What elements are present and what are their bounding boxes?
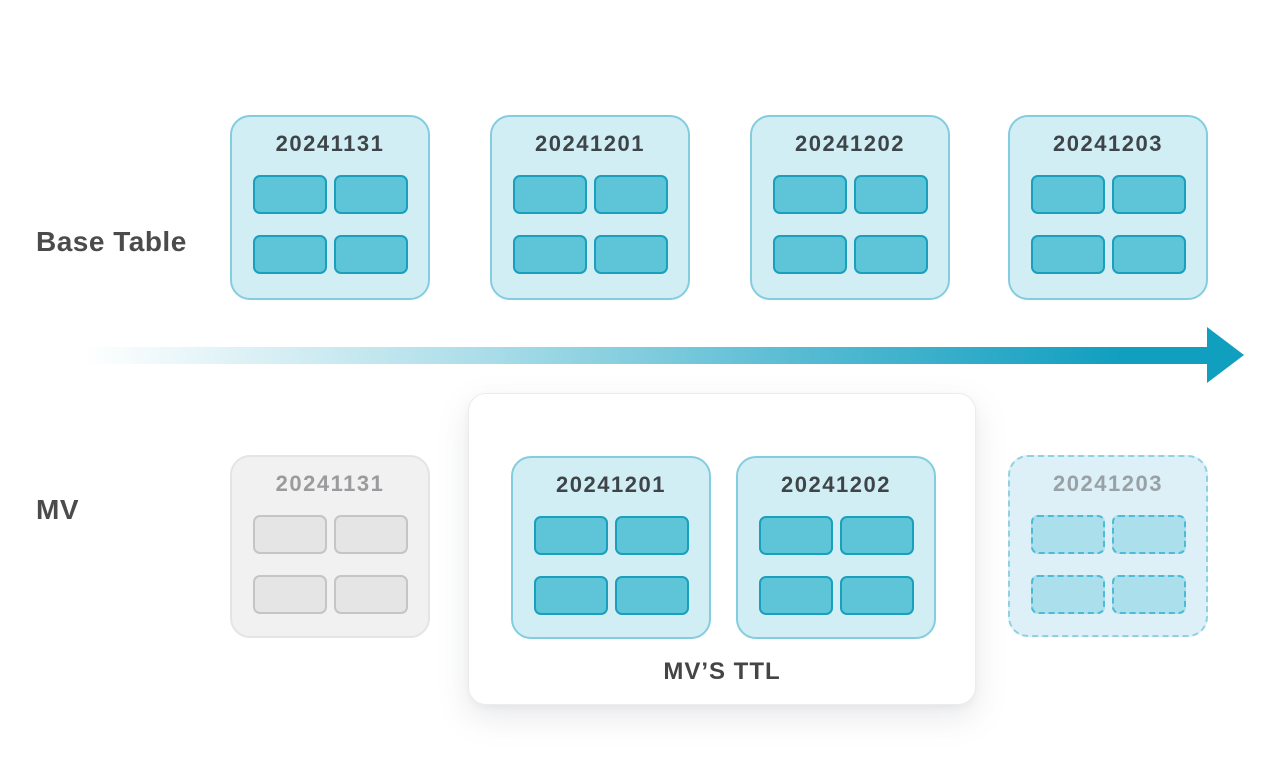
partition-cell — [772, 175, 847, 214]
partition-cell — [252, 175, 327, 214]
cell-grid — [1010, 515, 1206, 614]
partition-cell — [1111, 175, 1186, 214]
mv-partition-active: 20241202 — [736, 456, 936, 639]
timeline-arrow-shaft — [85, 347, 1209, 364]
mv-partition-expired: 20241131 — [230, 455, 430, 638]
partition-cell — [853, 235, 928, 274]
partition-date: 20241202 — [781, 472, 891, 497]
partition-cell — [1111, 515, 1186, 554]
base-partition: 20241131 — [230, 115, 430, 300]
partition-cell — [512, 235, 587, 274]
cell-grid — [752, 175, 948, 274]
partition-date: 20241201 — [556, 472, 666, 497]
partition-cell — [333, 235, 408, 274]
partition-cell — [839, 576, 914, 615]
partition-date: 20241131 — [275, 131, 385, 156]
base-table-label: Base Table — [36, 226, 187, 257]
partition-cell — [614, 576, 689, 615]
partition-cell — [593, 175, 668, 214]
timeline-arrow-head-icon — [1207, 327, 1244, 383]
partition-cell — [252, 235, 327, 274]
cell-grid — [738, 516, 934, 615]
partition-cell — [333, 175, 408, 214]
partition-cell — [333, 575, 408, 614]
base-partition: 20241202 — [750, 115, 950, 300]
partition-cell — [533, 576, 608, 615]
base-partition: 20241201 — [490, 115, 690, 300]
cell-grid — [1010, 175, 1206, 274]
partition-cell — [758, 516, 833, 555]
mv-partition-pending: 20241203 — [1008, 455, 1208, 637]
partition-date: 20241202 — [795, 131, 905, 156]
mv-partition-active: 20241201 — [511, 456, 711, 639]
partition-cell — [1111, 575, 1186, 614]
partition-cell — [593, 235, 668, 274]
partition-date: 20241131 — [275, 471, 385, 496]
partition-cell — [252, 575, 327, 614]
mv-label: MV — [36, 494, 79, 525]
partition-cell — [333, 515, 408, 554]
cell-grid — [232, 515, 428, 614]
mv-ttl-panel: 20241201 20241202 MV’S TTL — [468, 393, 976, 705]
partition-cell — [1111, 235, 1186, 274]
cell-grid — [232, 175, 428, 274]
cell-grid — [513, 516, 709, 615]
partition-cell — [1030, 575, 1105, 614]
partition-cell — [533, 516, 608, 555]
mv-ttl-label: MV’S TTL — [663, 658, 781, 685]
cell-grid — [492, 175, 688, 274]
partition-cell — [614, 516, 689, 555]
partition-cell — [1030, 515, 1105, 554]
partition-cell — [853, 175, 928, 214]
base-partition: 20241203 — [1008, 115, 1208, 300]
partition-cell — [758, 576, 833, 615]
partition-cell — [839, 516, 914, 555]
partition-date: 20241201 — [535, 131, 645, 156]
partition-cell — [512, 175, 587, 214]
partition-cell — [1030, 235, 1105, 274]
partition-date: 20241203 — [1053, 471, 1163, 496]
partition-cell — [772, 235, 847, 274]
partition-cell — [252, 515, 327, 554]
partition-date: 20241203 — [1053, 131, 1163, 156]
partition-cell — [1030, 175, 1105, 214]
